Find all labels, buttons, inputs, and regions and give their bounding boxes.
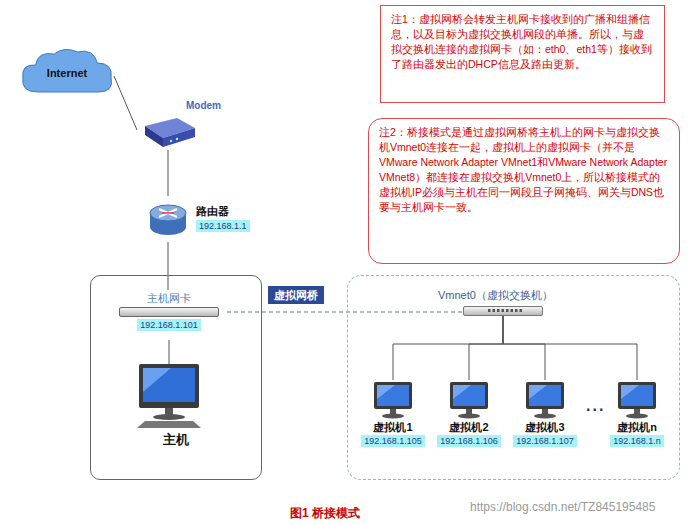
nic-label: 主机网卡 bbox=[147, 290, 191, 306]
modem-icon bbox=[137, 114, 199, 150]
bridge-link bbox=[227, 312, 463, 313]
vm-box: 虚拟机2192.168.1.106 bbox=[434, 380, 504, 460]
vm-label: 虚拟机2 bbox=[449, 420, 488, 434]
bridge-label: 虚拟网桥 bbox=[274, 288, 318, 302]
vm-label: 虚拟机1 bbox=[373, 420, 412, 434]
figure-caption: 图1 桥接模式 bbox=[290, 505, 360, 522]
vswitch-region: Vmnet0（虚拟交换机）虚拟机1192.168.1.105虚拟机2192.16… bbox=[347, 275, 680, 480]
watermark: https://blog.csdn.net/TZ845195485 bbox=[470, 500, 655, 514]
router-device: 路由器192.168.1.1 bbox=[148, 196, 260, 242]
ip-address: 192.168.1.107 bbox=[513, 435, 577, 447]
network-cable bbox=[503, 316, 545, 380]
vm-monitor bbox=[521, 380, 569, 420]
bridge-label-box: 虚拟网桥 bbox=[268, 286, 324, 304]
vm-box: 虚拟机n192.168.1.n bbox=[602, 380, 672, 460]
vm-monitor bbox=[369, 380, 417, 420]
network-cable bbox=[393, 316, 503, 380]
note-box: 注1：虚拟网桥会转发主机网卡接收到的广播和组播信息，以及目标为虚拟交换机网段的单… bbox=[380, 5, 665, 103]
network-cable bbox=[469, 316, 503, 380]
modem-device: Modem bbox=[137, 100, 221, 150]
vm-label: 虚拟机n bbox=[617, 420, 657, 434]
switch-ports bbox=[468, 309, 538, 313]
vswitch-bar bbox=[463, 306, 543, 316]
vm-box: 虚拟机1192.168.1.105 bbox=[358, 380, 428, 460]
network-cable bbox=[168, 150, 169, 196]
internet-cloud: Internet bbox=[18, 46, 116, 96]
network-cable bbox=[114, 76, 137, 130]
region-label: Vmnet0（虚拟交换机） bbox=[438, 288, 553, 302]
device-label: Modem bbox=[186, 100, 221, 112]
device-label: 路由器 bbox=[196, 204, 229, 219]
router-icon bbox=[148, 199, 188, 239]
note-box: 注2：桥接模式是通过虚拟网桥将主机上的网卡与虚拟交换机Vmnet0连接在一起，虚… bbox=[368, 118, 680, 264]
vm-monitor bbox=[445, 380, 493, 420]
vm-box: 虚拟机3192.168.1.107 bbox=[510, 380, 580, 460]
ellipsis-mark: ... bbox=[586, 397, 605, 415]
ip-address: 192.168.1.106 bbox=[437, 435, 501, 447]
network-cable bbox=[503, 316, 637, 380]
host-nic: 主机网卡 192.168.1.101 bbox=[111, 290, 227, 336]
host-label: 主机 bbox=[91, 432, 261, 448]
ip-address: 192.168.1.1 bbox=[196, 220, 250, 232]
nic-bar bbox=[119, 307, 219, 317]
ip-address: 192.168.1.101 bbox=[137, 319, 201, 331]
vm-label: 虚拟机3 bbox=[525, 420, 564, 434]
cloud-label: Internet bbox=[47, 67, 87, 79]
host-box: 主机 主机网卡 192.168.1.101 bbox=[90, 275, 262, 480]
note-text: 注1：虚拟网桥会转发主机网卡接收到的广播和组播信息，以及目标为虚拟交换机网段的单… bbox=[391, 12, 654, 72]
ip-address: 192.168.1.105 bbox=[361, 435, 425, 447]
ip-address: 192.168.1.n bbox=[610, 435, 664, 447]
note-text: 注2：桥接模式是通过虚拟网桥将主机上的网卡与虚拟交换机Vmnet0连接在一起，虚… bbox=[379, 125, 669, 214]
network-cable bbox=[168, 242, 169, 290]
vm-monitor bbox=[613, 380, 661, 420]
